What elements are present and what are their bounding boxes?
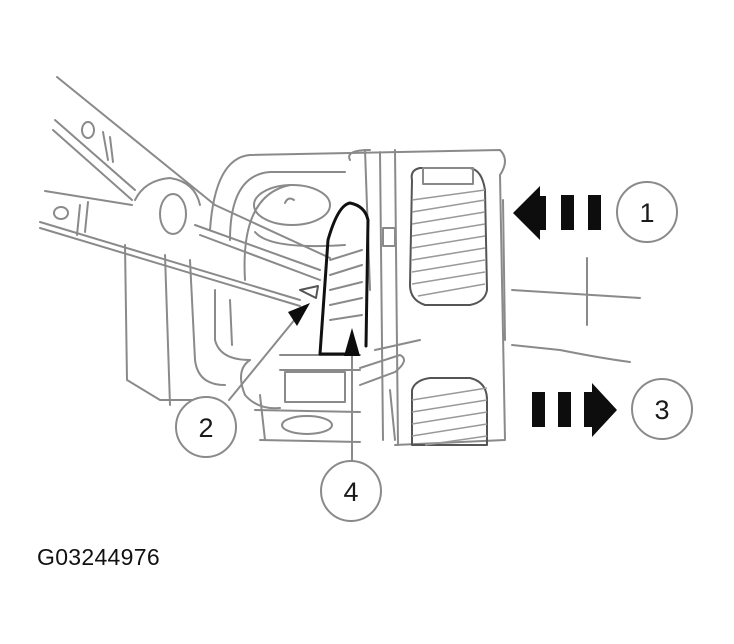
figure-id-label: G03244976 (37, 544, 160, 570)
lower-gear (411, 377, 488, 446)
upper-gear (409, 167, 488, 306)
housing (124, 149, 506, 446)
callout-1: 1 (616, 181, 678, 243)
callout-3: 3 (631, 378, 693, 440)
pliers (39, 76, 331, 307)
callout-2-pointer (228, 303, 310, 401)
svg-text:3: 3 (654, 395, 669, 425)
pull-direction-arrow-icon (532, 383, 617, 437)
push-direction-arrow-icon (513, 186, 601, 240)
svg-text:4: 4 (343, 477, 358, 507)
svg-text:1: 1 (639, 198, 654, 228)
shaft (511, 257, 641, 363)
retaining-clip (299, 201, 370, 356)
svg-text:2: 2 (198, 413, 213, 443)
callout-4-pointer (344, 328, 360, 463)
callout-4: 4 (320, 460, 382, 522)
callout-2: 2 (175, 396, 237, 458)
